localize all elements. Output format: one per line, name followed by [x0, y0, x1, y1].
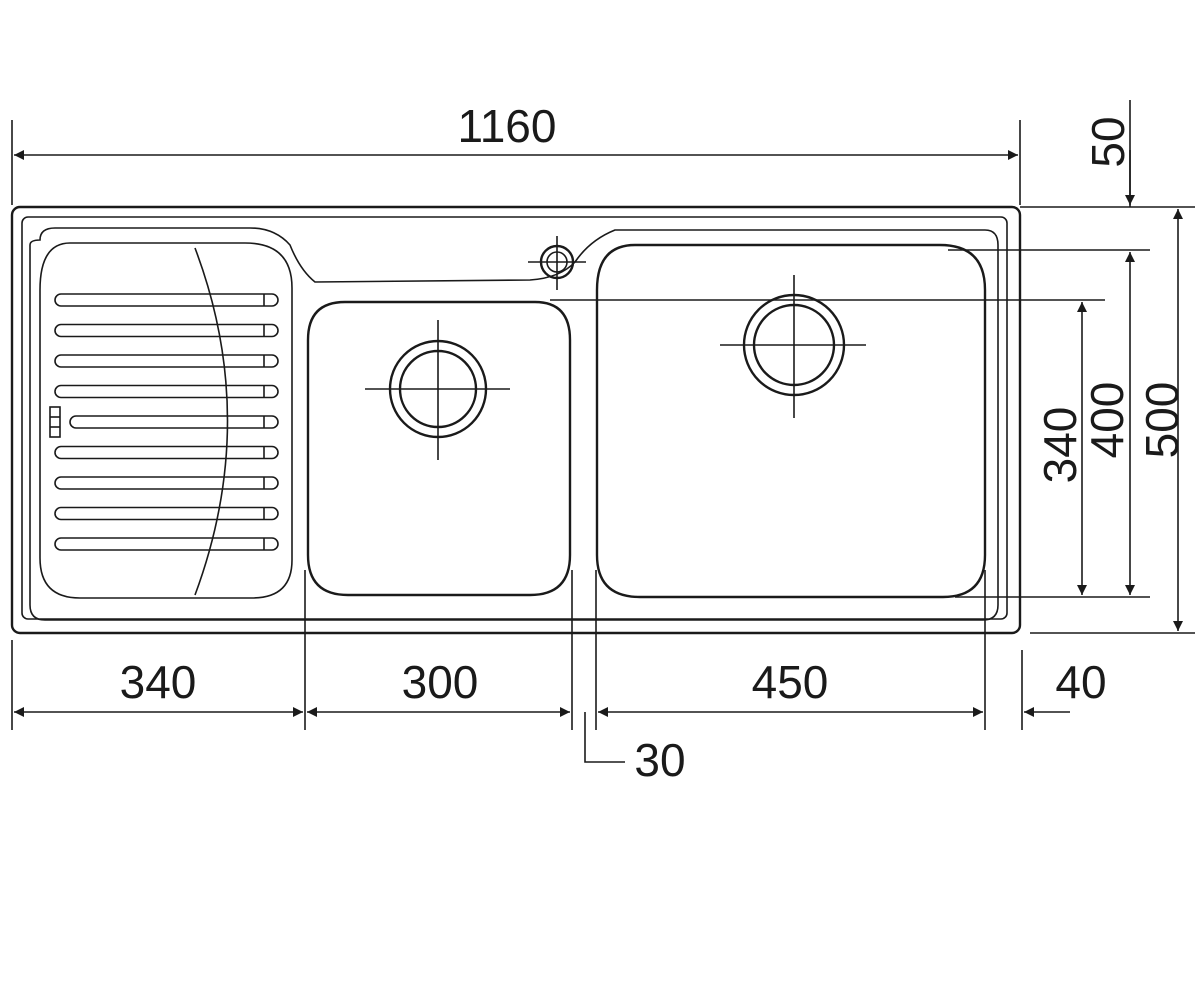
- drainer-grooves: [54, 293, 279, 551]
- drainer-groove: [54, 445, 279, 460]
- sink-outline: [10, 205, 1022, 635]
- dimension-labels: 1160 50 500 400 340 340 300 450 40 30: [120, 100, 1188, 786]
- drainer-board: [39, 242, 293, 599]
- extension-lines: [11, 100, 1195, 730]
- overall-width-label: 1160: [458, 100, 557, 152]
- waste-outlet-icon: [720, 275, 866, 418]
- overall-depth-label: 500: [1136, 382, 1188, 459]
- drainer-width-label: 340: [120, 656, 197, 708]
- large-bowl-width-label: 450: [752, 656, 829, 708]
- drainer-groove: [54, 476, 279, 490]
- drainer-groove: [54, 323, 279, 338]
- bowl-depth-label: 340: [1034, 407, 1086, 484]
- drainer-groove: [54, 537, 279, 551]
- drainer-groove: [54, 506, 279, 521]
- right-margin-label: 40: [1055, 656, 1106, 708]
- waste-outlet-icon: [365, 320, 510, 460]
- top-offset-label: 50: [1082, 116, 1134, 167]
- small-bowl-width-label: 300: [402, 656, 479, 708]
- small-bowl: [306, 300, 572, 597]
- large-bowl: [595, 243, 987, 599]
- tap-hole-icon: [528, 236, 586, 290]
- drainer-groove: [69, 415, 279, 429]
- inner-depth-label: 400: [1081, 382, 1133, 459]
- drainer-groove: [54, 384, 279, 399]
- dimension-lines: [14, 150, 1183, 763]
- drainer-groove: [54, 293, 279, 307]
- overflow-slot-icon: [49, 406, 61, 438]
- drainer-groove: [54, 354, 279, 368]
- bowl-gap-label: 30: [634, 734, 685, 786]
